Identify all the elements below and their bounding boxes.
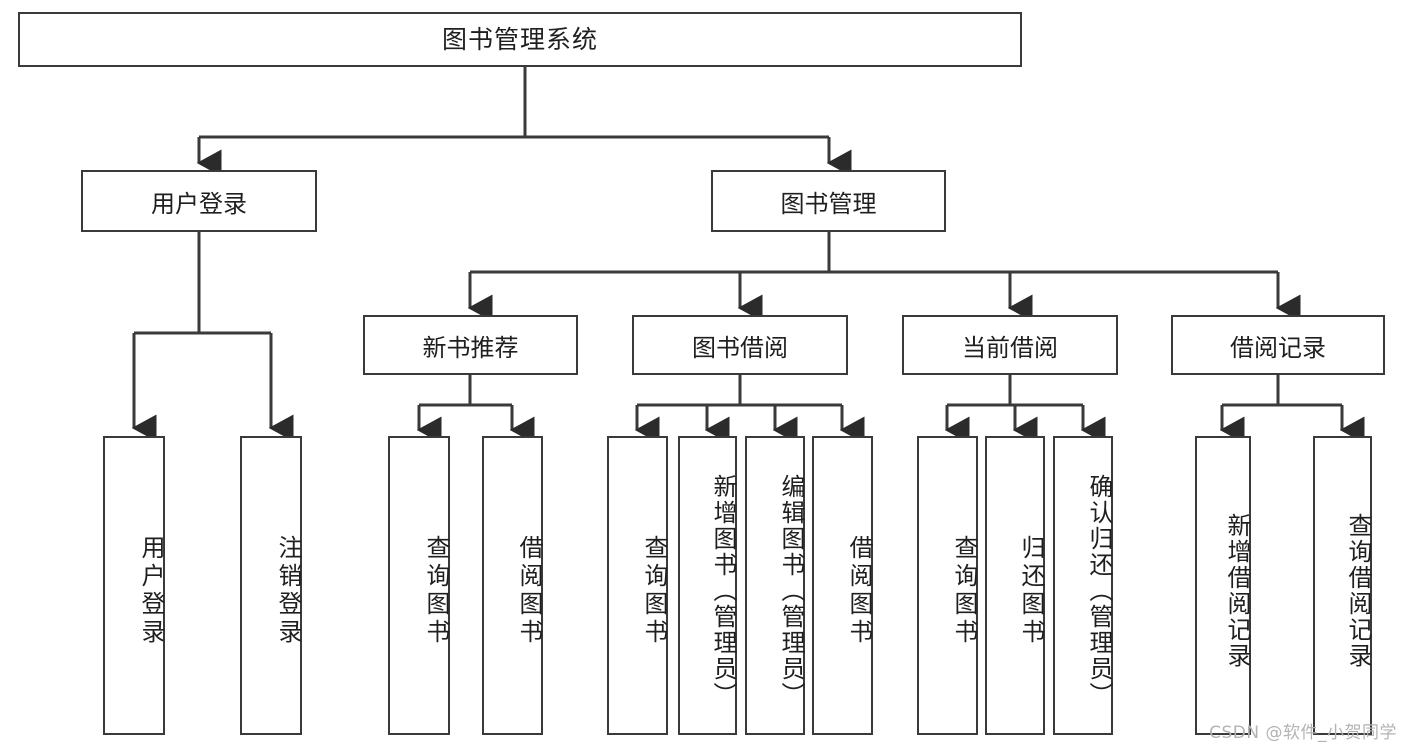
node-label: 查询借阅记录 bbox=[1344, 512, 1372, 669]
leaf-book-borrow-edit[interactable]: 编辑图书（管理员） bbox=[745, 436, 805, 735]
leaf-new-book-borrow[interactable]: 借阅图书 bbox=[482, 436, 543, 735]
node-label: 用户登录 bbox=[151, 189, 247, 218]
leaf-borrow-record-query[interactable]: 查询借阅记录 bbox=[1313, 436, 1372, 735]
node-label: 借阅图书 bbox=[845, 534, 873, 647]
node-current-borrow[interactable]: 当前借阅 bbox=[902, 315, 1118, 375]
node-label: 确认归还（管理员） bbox=[1085, 473, 1113, 708]
node-book-borrow[interactable]: 图书借阅 bbox=[632, 315, 848, 375]
node-label: 用户登录 bbox=[137, 534, 165, 647]
node-label: 图书借阅 bbox=[692, 333, 788, 362]
node-new-book-recommend[interactable]: 新书推荐 bbox=[363, 315, 578, 375]
watermark-text: CSDN @软件_小贺同学 bbox=[1209, 723, 1397, 743]
node-label: 新书推荐 bbox=[422, 333, 519, 362]
leaf-book-borrow-borrow[interactable]: 借阅图书 bbox=[812, 436, 873, 735]
node-label: 查询图书 bbox=[640, 534, 668, 647]
node-label: 编辑图书（管理员） bbox=[777, 473, 805, 708]
leaf-user-login-logout[interactable]: 注销登录 bbox=[240, 436, 302, 735]
node-label: 新增图书（管理员） bbox=[709, 473, 737, 708]
node-label: 查询图书 bbox=[422, 534, 450, 647]
node-user-login[interactable]: 用户登录 bbox=[81, 170, 317, 232]
node-label: 图书管理 bbox=[780, 189, 877, 218]
leaf-current-borrow-return[interactable]: 归还图书 bbox=[985, 436, 1045, 735]
node-label: 归还图书 bbox=[1017, 534, 1045, 647]
leaf-borrow-record-add[interactable]: 新增借阅记录 bbox=[1195, 436, 1251, 735]
node-label: 图书管理系统 bbox=[441, 24, 598, 54]
leaf-new-book-query[interactable]: 查询图书 bbox=[388, 436, 450, 735]
leaf-current-borrow-confirm-return[interactable]: 确认归还（管理员） bbox=[1053, 436, 1113, 735]
leaf-user-login-login[interactable]: 用户登录 bbox=[103, 436, 165, 735]
node-label: 注销登录 bbox=[274, 534, 302, 647]
leaf-book-borrow-add[interactable]: 新增图书（管理员） bbox=[678, 436, 737, 735]
node-borrow-record[interactable]: 借阅记录 bbox=[1171, 315, 1385, 375]
leaf-current-borrow-query[interactable]: 查询图书 bbox=[917, 436, 978, 735]
node-label: 当前借阅 bbox=[962, 333, 1058, 362]
node-label: 查询图书 bbox=[950, 534, 978, 647]
node-book-management[interactable]: 图书管理 bbox=[711, 170, 946, 232]
leaf-book-borrow-query[interactable]: 查询图书 bbox=[607, 436, 668, 735]
node-label: 新增借阅记录 bbox=[1223, 512, 1251, 669]
node-label: 借阅图书 bbox=[515, 534, 543, 647]
node-root-system[interactable]: 图书管理系统 bbox=[18, 12, 1022, 67]
node-label: 借阅记录 bbox=[1230, 333, 1326, 362]
